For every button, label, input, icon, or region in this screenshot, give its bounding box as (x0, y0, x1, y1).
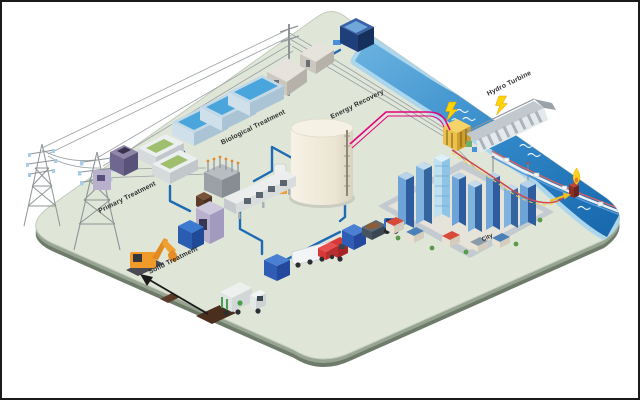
transmission-tower-1 (23, 143, 61, 227)
city-label: City (481, 233, 494, 244)
process-building-2 (300, 42, 334, 74)
transformer (204, 155, 240, 198)
hydro-dam (465, 98, 556, 153)
excavator-icon (126, 238, 178, 276)
pump-house (178, 192, 224, 250)
gas-flare (549, 167, 581, 202)
energy-city-lines (451, 149, 571, 206)
city-block (378, 154, 554, 258)
conveyor-building (224, 170, 296, 219)
digester-tank (289, 118, 355, 208)
intake-pump-station (333, 18, 374, 52)
energy-recovery-lines (349, 111, 451, 149)
inlet-works (110, 145, 138, 176)
garbage-truck-icon (220, 282, 266, 316)
city-trees (395, 217, 543, 255)
yellow-arrow-icon (549, 192, 571, 202)
primary-treatment-machines (93, 134, 198, 190)
storage-cube-2 (264, 254, 290, 281)
solid-treatment-arrow (140, 274, 209, 315)
red-truck-icon (318, 242, 338, 262)
hydro-turbine-label: Hydro Turbine (486, 70, 533, 98)
shore-pipelines (491, 150, 620, 216)
aeration-tanks (172, 75, 284, 146)
